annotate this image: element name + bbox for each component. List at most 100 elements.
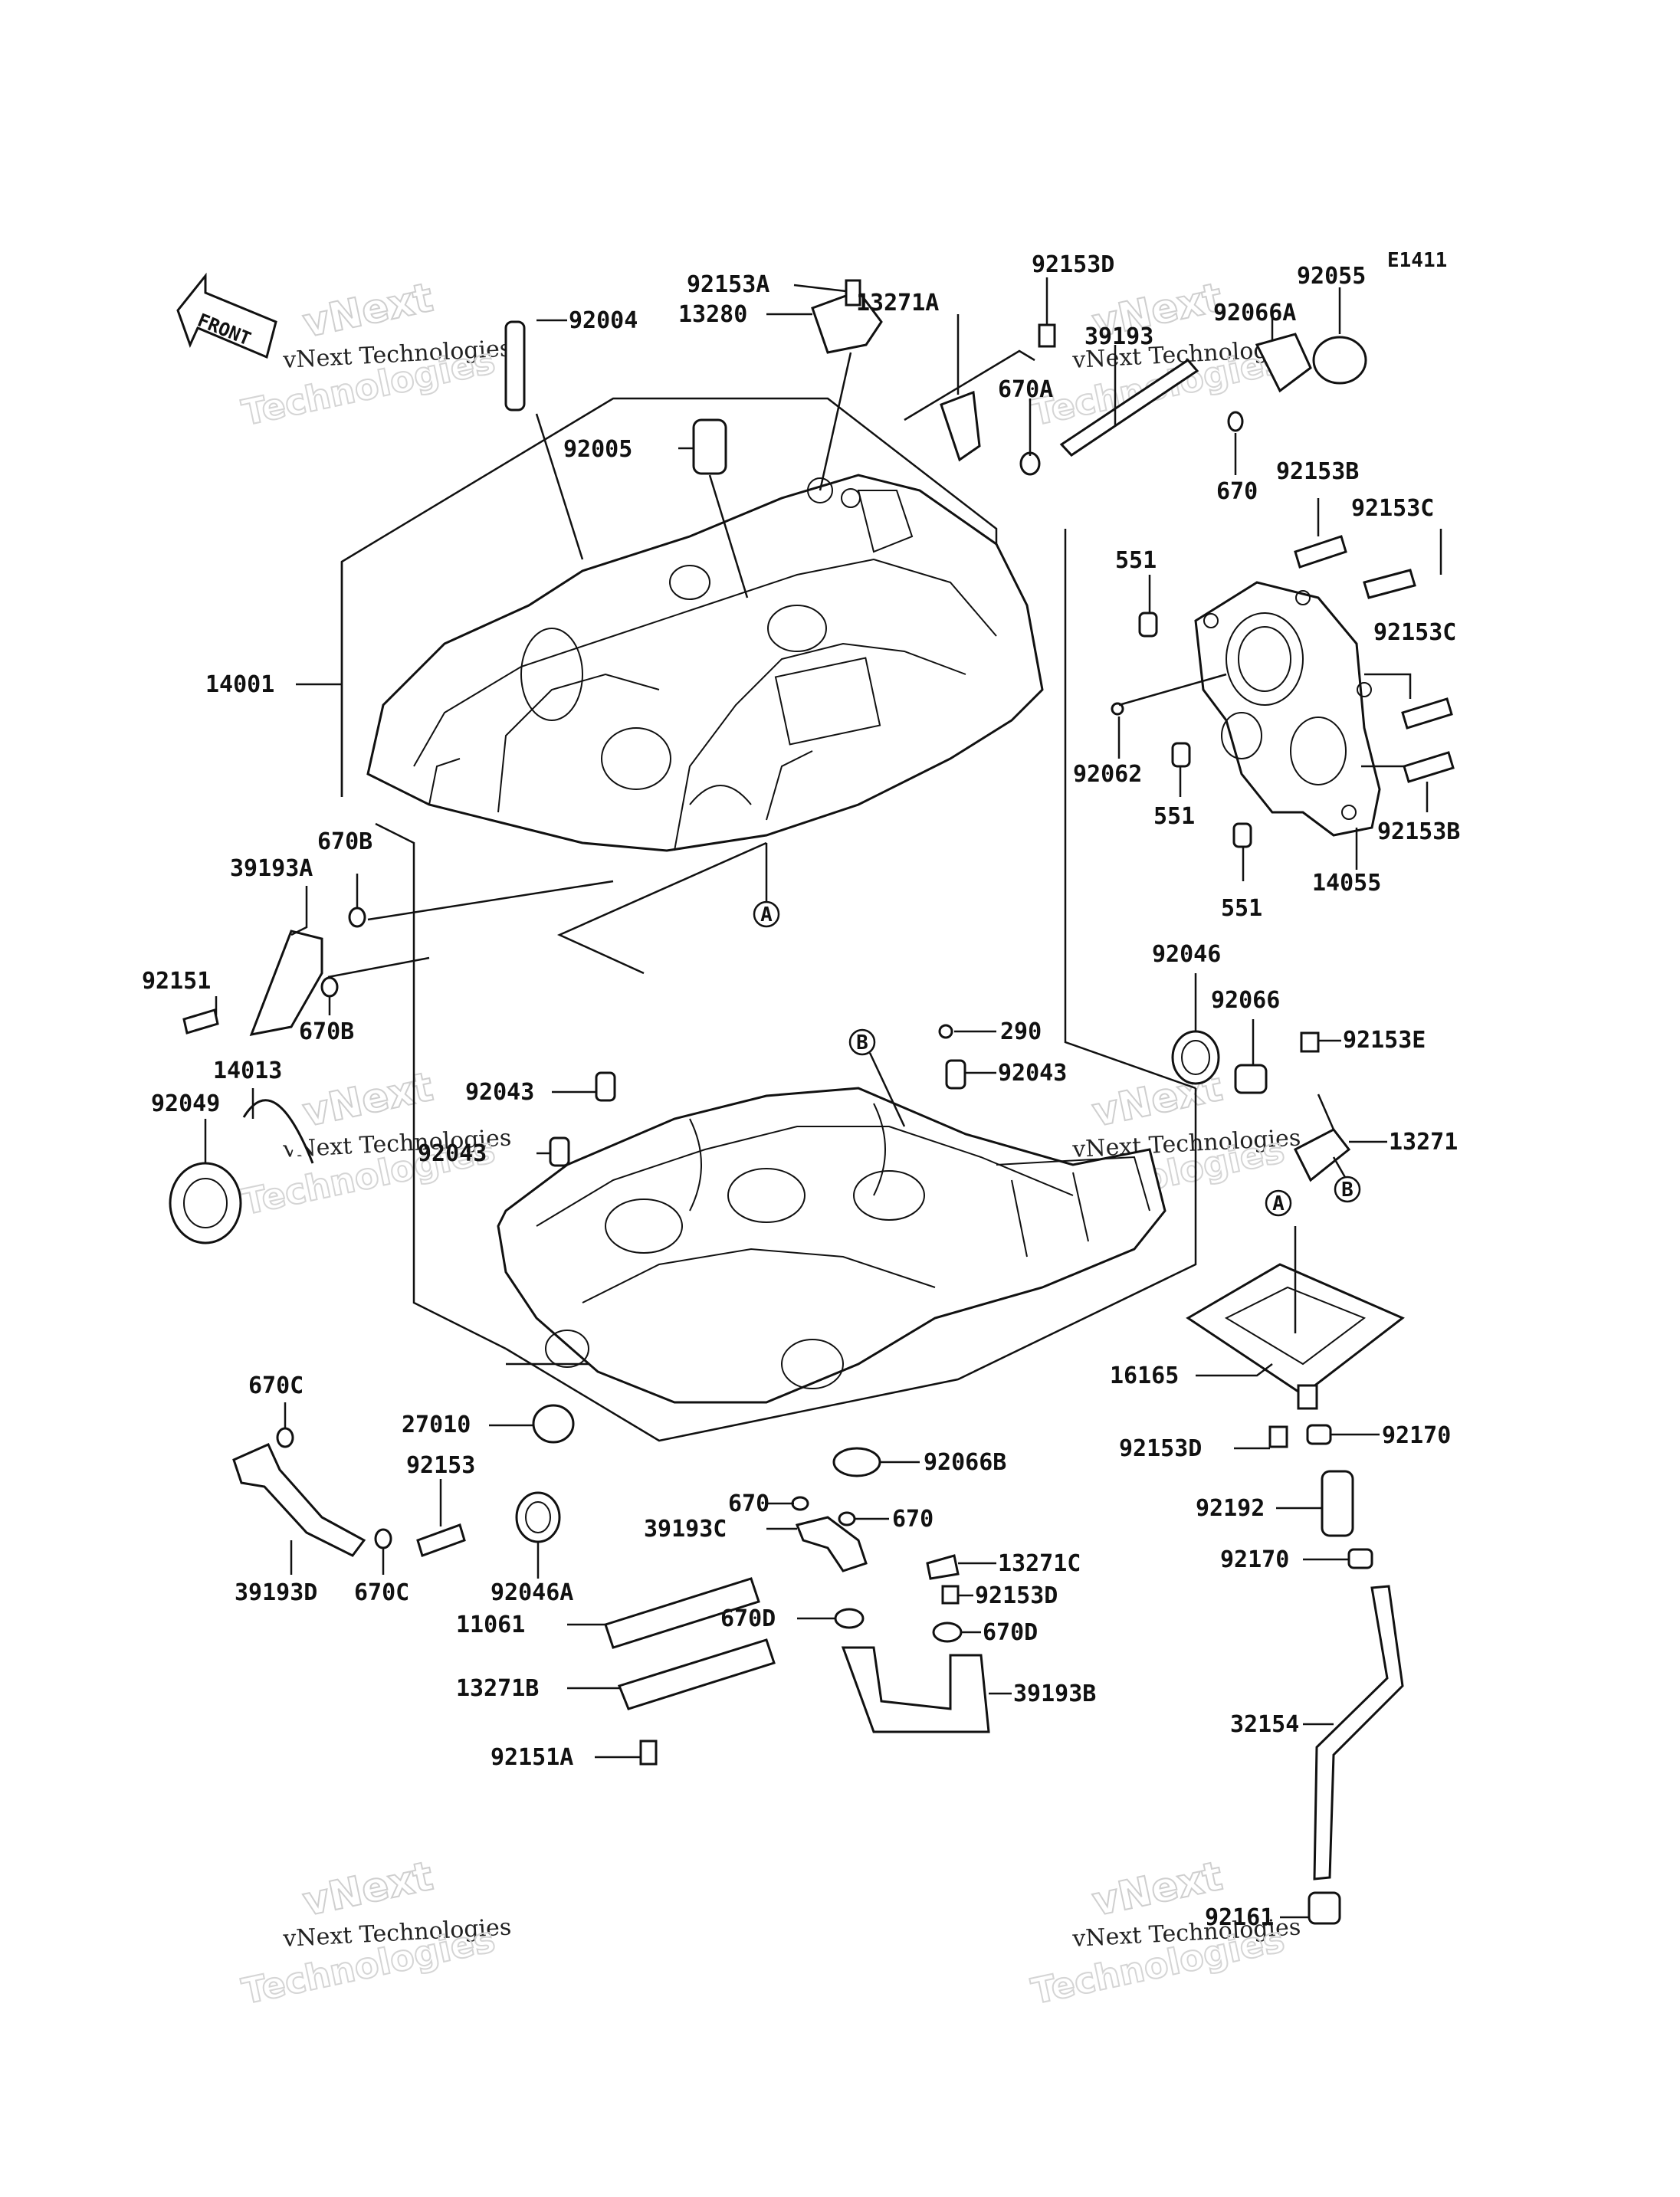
label-92066: 92066 [1211, 987, 1280, 1014]
pipe-39193D [232, 1443, 366, 1557]
part-92161 [1308, 1891, 1341, 1925]
label-27010: 27010 [402, 1412, 471, 1438]
bolt-92153B-b [1403, 751, 1455, 783]
o-ring-670C-b [374, 1528, 392, 1549]
o-ring-670D-a [834, 1608, 865, 1629]
label-92153C-b: 92153C [1373, 619, 1456, 646]
o-ring-670-mid [791, 1496, 809, 1511]
cover-14055 [1194, 581, 1381, 837]
label-670-b: 670 [892, 1506, 934, 1533]
label-11061: 11061 [456, 1612, 525, 1638]
gasket-11061 [604, 1577, 760, 1649]
label-551-c: 551 [1221, 895, 1262, 922]
hose-92192 [1321, 1470, 1354, 1537]
label-92066A: 92066A [1213, 300, 1296, 326]
label-92004: 92004 [569, 307, 638, 334]
dowel-92005 [692, 418, 727, 475]
pipe-39193A [249, 930, 323, 1036]
strainer-neck [1297, 1384, 1318, 1410]
pipe-39193 [1059, 359, 1199, 457]
label-92153C-a: 92153C [1351, 495, 1434, 522]
bolt-92151A [639, 1740, 658, 1766]
label-14013: 14013 [213, 1058, 282, 1084]
label-92062: 92062 [1073, 761, 1142, 788]
label-92043-c: 92043 [418, 1140, 487, 1167]
label-92043-b: 92043 [998, 1060, 1067, 1087]
label-92066B: 92066B [924, 1449, 1006, 1476]
label-92151A: 92151A [491, 1744, 573, 1771]
o-ring-670C-a [276, 1427, 294, 1448]
guide-14013 [242, 1099, 314, 1164]
o-ring-92055 [1312, 336, 1367, 385]
dowel-92043-a [595, 1071, 616, 1102]
dowel-551-c [1232, 822, 1252, 848]
label-670-mid: 670 [728, 1490, 769, 1517]
bolt-92151 [182, 1008, 219, 1035]
label-92153B-b: 92153B [1377, 818, 1460, 845]
stud-92004 [504, 320, 526, 412]
plate-13271A [940, 390, 981, 462]
label-92192: 92192 [1196, 1495, 1265, 1522]
lower-crankcase [497, 1087, 1166, 1404]
bolt-92153C-b [1401, 697, 1453, 730]
bolt-92153D-mid [1268, 1425, 1288, 1448]
label-92153D-low: 92153D [975, 1582, 1058, 1609]
label-670D-a: 670D [720, 1605, 776, 1632]
svg-text:A: A [1272, 1192, 1285, 1215]
marker-b-right: B [1334, 1176, 1361, 1203]
o-ring-670B-b [320, 976, 339, 998]
label-14001: 14001 [205, 671, 274, 698]
label-39193C: 39193C [644, 1516, 727, 1543]
dowel-92043-b [945, 1059, 966, 1090]
o-ring-670D-b [932, 1622, 963, 1643]
part-92066 [1234, 1064, 1268, 1094]
plate-13271C [926, 1554, 960, 1580]
bearing-92046 [1171, 1030, 1220, 1085]
label-670D-b: 670D [983, 1619, 1038, 1646]
svg-text:B: B [856, 1031, 868, 1054]
label-92170-a: 92170 [1382, 1422, 1451, 1449]
watermark-word-vnext: vNext [299, 274, 437, 346]
label-14055: 14055 [1312, 870, 1381, 897]
label-92153B-top: 92153B [1276, 458, 1359, 485]
watermark-bottom-right: vNext vNext Technologies Technologies [1027, 1852, 1301, 2012]
label-13271A: 13271A [856, 290, 939, 316]
label-670B-a: 670B [317, 828, 372, 855]
plate-13271B [618, 1638, 776, 1710]
label-92049: 92049 [151, 1090, 220, 1117]
bolt-92153D-top [1038, 323, 1056, 348]
plate-13271 [1293, 1128, 1351, 1182]
label-39193A: 39193A [230, 855, 313, 882]
part-92066A [1255, 333, 1312, 393]
label-13271C: 13271C [998, 1550, 1081, 1577]
bearing-92046A [515, 1491, 561, 1543]
label-92043-a: 92043 [465, 1079, 534, 1106]
label-13271B: 13271B [456, 1675, 539, 1702]
seal-92049 [169, 1162, 242, 1244]
bolt-92153B-top [1294, 535, 1347, 569]
o-ring-670A [1019, 451, 1041, 476]
label-92153E: 92153E [1343, 1027, 1426, 1054]
bolt-92153 [416, 1523, 466, 1557]
o-ring-670-b [838, 1511, 856, 1526]
dowel-92043-c [549, 1136, 570, 1167]
label-92153A: 92153A [687, 271, 769, 298]
svg-text:A: A [760, 903, 773, 926]
label-92151: 92151 [142, 968, 211, 995]
small-parts [169, 279, 1455, 1925]
pipe-39193B [841, 1646, 990, 1733]
diagram-code: E1411 [1387, 249, 1447, 272]
dowel-551-b [1171, 742, 1191, 768]
label-92046: 92046 [1152, 941, 1221, 968]
label-39193D: 39193D [235, 1579, 317, 1606]
label-39193B: 39193B [1013, 1681, 1096, 1707]
label-92161: 92161 [1205, 1904, 1274, 1931]
label-551-b: 551 [1153, 803, 1195, 830]
clamp-92170-b [1347, 1548, 1373, 1569]
bolt-92153C-a [1363, 569, 1416, 599]
part-92066B [832, 1447, 881, 1477]
dowel-551-a [1138, 612, 1158, 638]
label-92170-b: 92170 [1220, 1546, 1289, 1573]
o-ring-670B-a [348, 907, 366, 928]
